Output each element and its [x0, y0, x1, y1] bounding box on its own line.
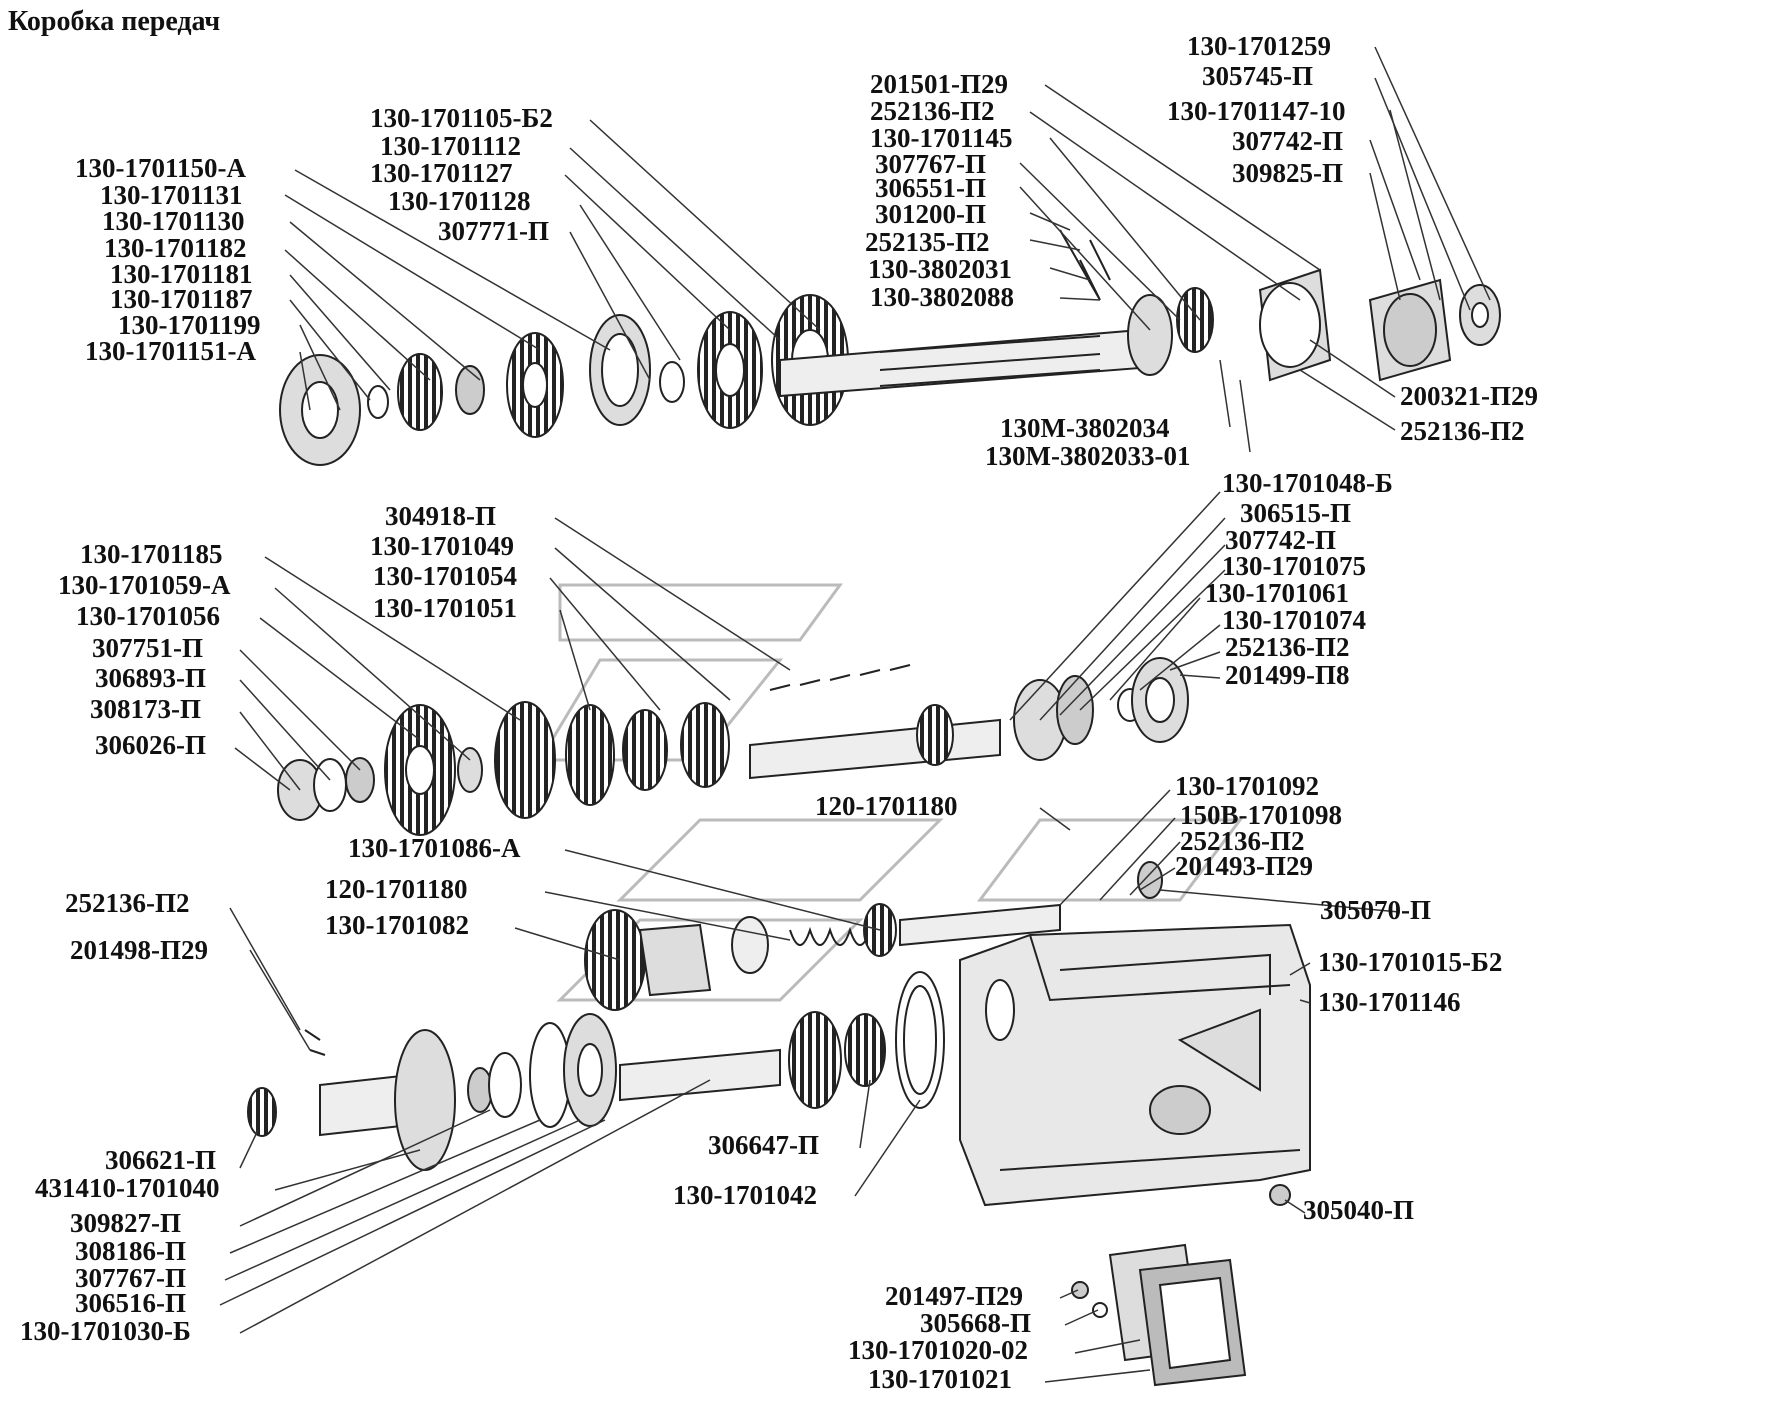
part-label: 130-1701051 [373, 593, 517, 623]
part-label: 301200-П [875, 199, 986, 229]
part-label: 309825-П [1232, 158, 1343, 188]
part-label: 307742-П [1232, 126, 1343, 156]
part-label: 431410-1701040 [35, 1173, 220, 1203]
part-label: 130-1701146 [1318, 987, 1461, 1017]
part-label: 130-1701015-Б2 [1318, 947, 1503, 977]
part-label: 130-1701127 [370, 158, 513, 188]
part-label: 130-1701181 [110, 259, 253, 289]
part-label: 130-1701049 [370, 531, 514, 561]
part-label: 252136-П2 [1225, 632, 1350, 662]
part-label: 130-3802088 [870, 282, 1014, 312]
part-label: 201501-П29 [870, 69, 1008, 99]
part-label: 130-1701150-А [75, 153, 246, 183]
part-label: 306026-П [95, 730, 206, 760]
part-label: 304918-П [385, 501, 496, 531]
part-label: 201493-П29 [1175, 851, 1313, 881]
part-label: 252136-П2 [1180, 826, 1305, 856]
part-label: 130-1701082 [325, 910, 469, 940]
part-label: 130-1701030-Б [20, 1316, 191, 1346]
main-shaft-group [279, 229, 1501, 466]
part-label: 252136-П2 [1400, 416, 1525, 446]
part-label: 306551-П [875, 173, 986, 203]
countershaft-group [277, 657, 1189, 836]
part-label: 308173-П [90, 694, 201, 724]
part-label: 200321-П29 [1400, 381, 1538, 411]
part-label: 120-1701180 [325, 874, 468, 904]
part-label: 130-1701131 [100, 180, 243, 210]
part-label: 130-1701147-10 [1167, 96, 1346, 126]
part-label: 252135-П2 [865, 227, 990, 257]
part-label: 130-1701075 [1222, 551, 1366, 581]
part-label: 120-1701180 [815, 791, 958, 821]
part-label: 130М-3802033-01 [985, 441, 1191, 471]
part-label: 130-1701054 [373, 561, 517, 591]
part-label: 307767-П [75, 1263, 186, 1293]
part-label: 130-1701059-А [58, 570, 231, 600]
part-label: 150В-1701098 [1180, 800, 1342, 830]
part-label: 307742-П [1225, 525, 1336, 555]
part-label: 130-1701105-Б2 [370, 103, 553, 133]
part-label: 130-1701130 [102, 206, 245, 236]
part-label: 201498-П29 [70, 935, 208, 965]
page-title: Коробка передач [8, 6, 221, 37]
part-label: 305668-П [920, 1308, 1031, 1338]
part-label: 307767-П [875, 149, 986, 179]
part-label: 130-1701145 [870, 123, 1013, 153]
input-shaft-group [247, 971, 945, 1171]
part-label: 201497-П29 [885, 1281, 1023, 1311]
part-label: 130-1701259 [1187, 31, 1331, 61]
reverse-idler-group [584, 861, 1163, 1011]
part-label: 307771-П [438, 216, 549, 246]
part-label: 130-1701086-А [348, 833, 521, 863]
cover-and-gasket [1071, 1184, 1291, 1387]
part-label: 306515-П [1240, 498, 1351, 528]
part-label: 306621-П [105, 1145, 216, 1175]
part-label: 130-1701128 [388, 186, 531, 216]
part-label: 130-1701056 [76, 601, 220, 631]
part-label: 130-3802031 [868, 254, 1012, 284]
part-label: 305070-П [1320, 895, 1431, 925]
part-label: 130-1701021 [868, 1364, 1012, 1394]
part-label: 130-1701020-02 [848, 1335, 1028, 1365]
part-label: 130-1701092 [1175, 771, 1319, 801]
part-label: 130-1701151-А [85, 336, 256, 366]
part-label: 130-1701074 [1222, 605, 1366, 635]
part-label: 252136-П2 [870, 96, 995, 126]
part-label: 130-1701061 [1205, 578, 1349, 608]
part-label: 130-1701042 [673, 1180, 817, 1210]
part-label: 130М-3802034 [1000, 413, 1170, 443]
leader-lines [219, 46, 1491, 1383]
part-label: 130-1701112 [380, 131, 522, 161]
part-label: 130-1701185 [80, 539, 223, 569]
part-label: 130-1701182 [104, 233, 247, 263]
part-label: 130-1701187 [110, 284, 253, 314]
part-label: 305745-П [1202, 61, 1313, 91]
part-label: 130-1701048-Б [1222, 468, 1393, 498]
gearbox-housing [959, 923, 1311, 1207]
part-label: 306516-П [75, 1288, 186, 1318]
part-label: 307751-П [92, 633, 203, 663]
part-label: 306893-П [95, 663, 206, 693]
part-label: 130-1701199 [118, 310, 261, 340]
part-label: 305040-П [1303, 1195, 1414, 1225]
part-label: 201499-П8 [1225, 660, 1350, 690]
part-label: 306647-П [708, 1130, 819, 1160]
part-label: 309827-П [70, 1208, 181, 1238]
part-label: 252136-П2 [65, 888, 190, 918]
part-label: 308186-П [75, 1236, 186, 1266]
